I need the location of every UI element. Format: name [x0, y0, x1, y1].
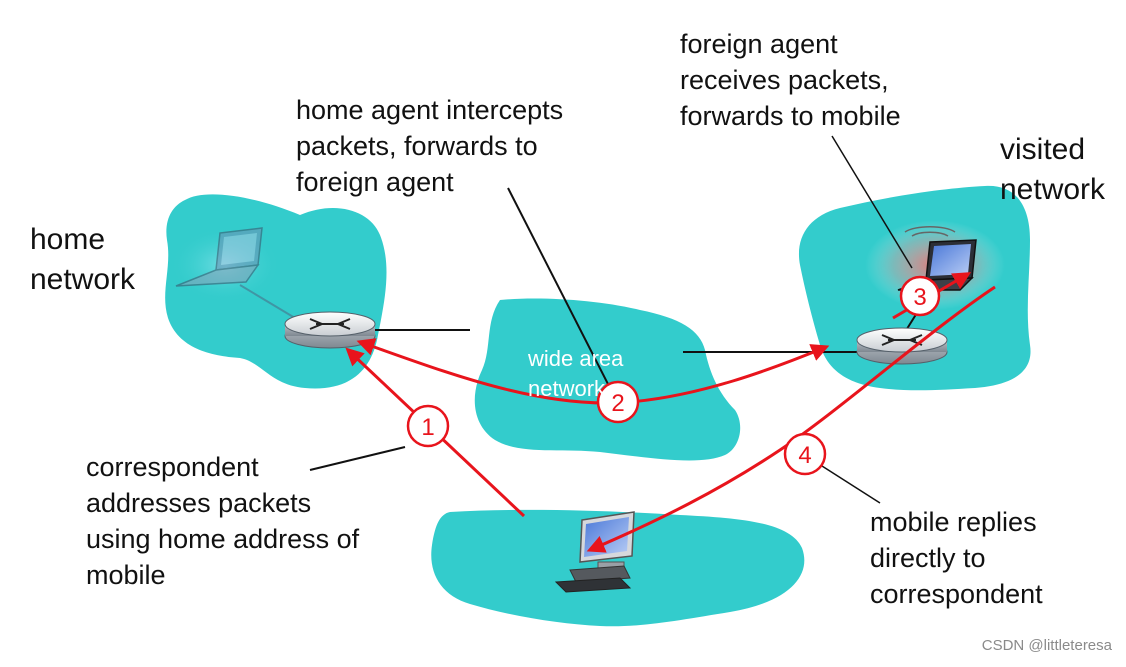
- mobile-reply-pointer-line: [821, 465, 881, 504]
- foreign-agent-annotation: foreign agent receives packets, forwards…: [680, 29, 901, 131]
- svg-text:1: 1: [421, 414, 434, 441]
- step-1-marker: 1: [406, 404, 450, 448]
- step-4-marker: 4: [783, 432, 827, 476]
- home-network-label: home network: [30, 223, 136, 296]
- svg-text:3: 3: [913, 284, 926, 311]
- wide-area-network-label: wide area network: [528, 346, 624, 401]
- foreign-agent-pointer-line: [831, 135, 913, 269]
- home-agent-annotation: home agent intercepts packets, forwards …: [296, 95, 564, 197]
- path-step-4-arrow: [586, 285, 996, 553]
- visited-network-label: visited network: [1000, 133, 1106, 206]
- svg-text:2: 2: [611, 390, 624, 417]
- foreign-agent-router-icon: [856, 327, 948, 365]
- svg-text:4: 4: [798, 442, 811, 469]
- step-2-marker: 2: [596, 380, 640, 424]
- step-3-marker: 3: [899, 275, 941, 317]
- correspondent-pointer-line: [309, 446, 406, 471]
- mobile-reply-annotation: mobile replies directly to correspondent: [870, 507, 1043, 609]
- watermark: CSDN @littleteresa: [981, 637, 1112, 654]
- home-agent-router-icon: [284, 311, 376, 349]
- home-laptop-icon: [175, 227, 296, 319]
- correspondent-annotation: correspondent addresses packets using ho…: [86, 452, 360, 590]
